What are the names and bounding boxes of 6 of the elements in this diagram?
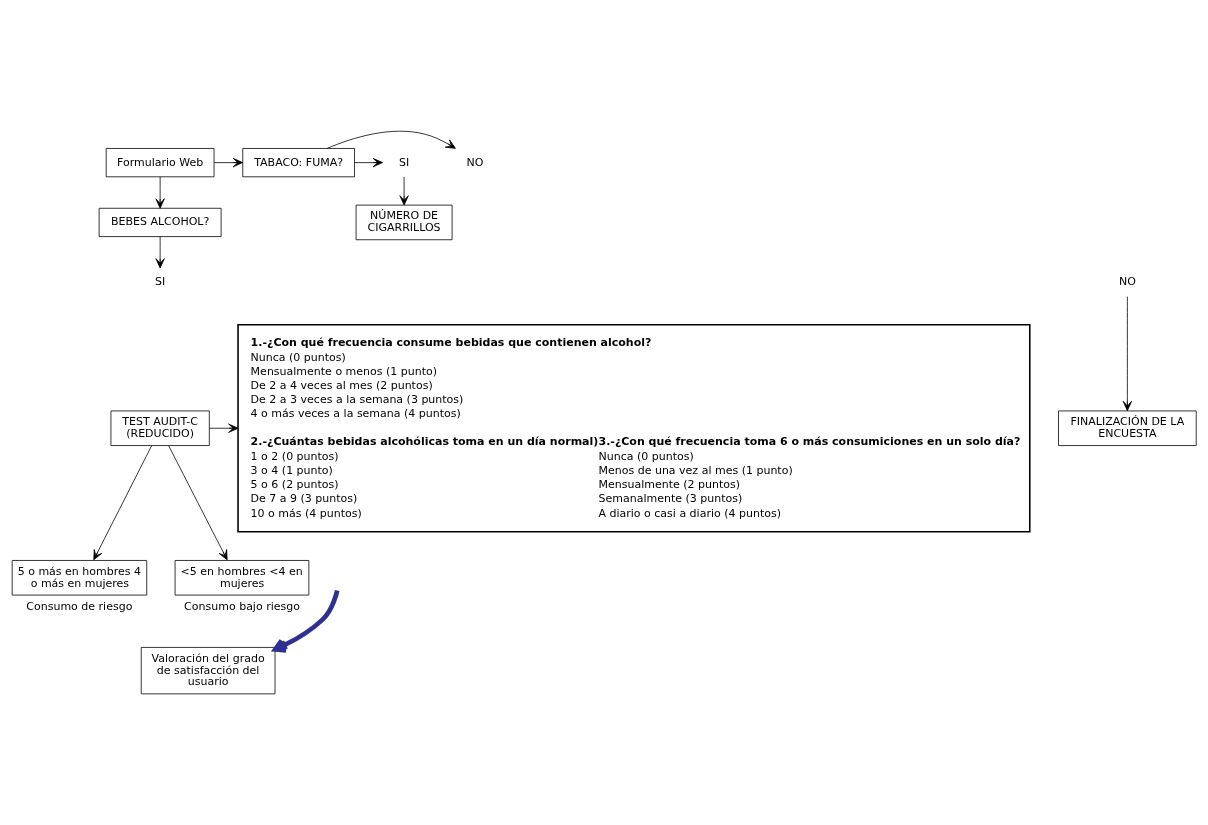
node-label: Consumo bajo riesgo [184,600,300,614]
node-label: Consumo de riesgo [26,600,133,614]
node-text: SI [155,275,166,289]
node-text: NO [1118,275,1136,289]
node-text: NO [466,155,484,169]
node-text: SI [398,155,410,169]
